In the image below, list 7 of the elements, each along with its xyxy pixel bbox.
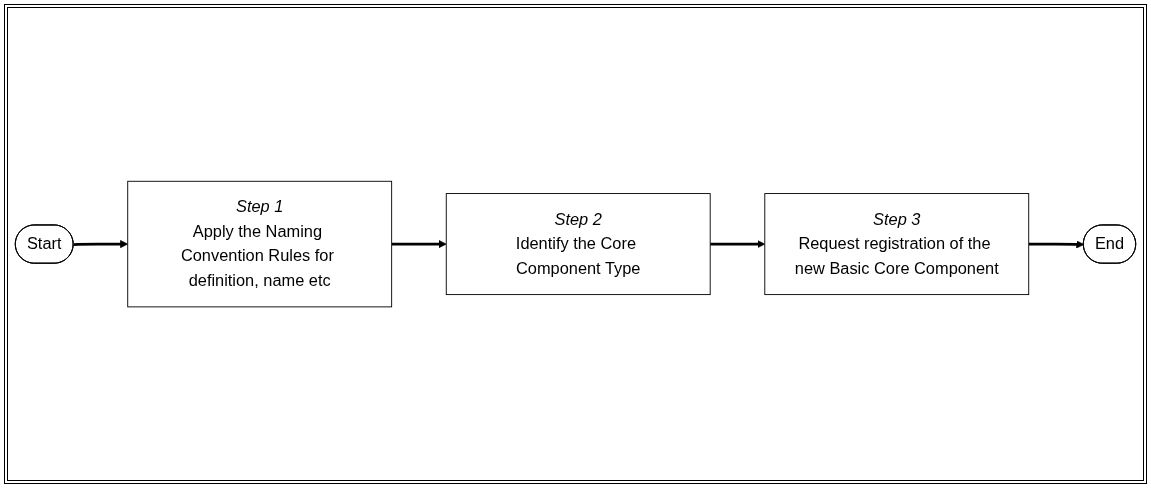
arrow [73,240,129,248]
arrow [1028,240,1085,249]
node-box: Step 2 Identify the Core Component Type [445,193,711,295]
node-box: Step 3 Request registration of the new Basic Core Component [764,193,1030,295]
arrow [710,240,766,248]
arrow [391,240,447,248]
node-box: Step 1 Apply the Naming Convention Rules for definition, name etc [127,180,393,308]
